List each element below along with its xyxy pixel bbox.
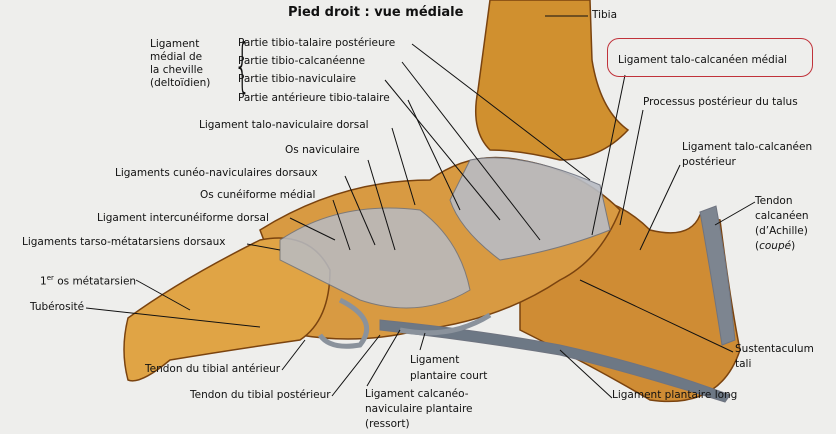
label-line: calcanéen	[755, 210, 809, 222]
label-line: Sustentaculum	[735, 343, 814, 355]
leader-lines	[85, 15, 756, 399]
label-line: (coupé)	[755, 240, 796, 252]
label-partie-anterieure-tibio-talaire: Partie antérieure tibio-talaire	[238, 92, 390, 104]
label-line: Ligament	[150, 38, 200, 50]
brace-icon: {	[234, 31, 251, 99]
label-line: postérieur	[682, 156, 736, 168]
tibialis-tendon	[317, 297, 370, 349]
label-line: Tendon	[755, 195, 793, 207]
label-line: la cheville	[150, 64, 204, 76]
label-plantaire-long: Ligament plantaire long	[612, 389, 738, 401]
label-tibial-anterieur: Tendon du tibial antérieur	[145, 363, 281, 375]
label-line: naviculaire plantaire	[365, 403, 473, 415]
first-metatarsal-bone	[123, 237, 331, 382]
diagram-title: Pied droit : vue médiale	[288, 5, 464, 20]
label-ligament-medial: Ligament médial de la cheville (deltoïdi…	[150, 38, 210, 90]
label-tarso-metatarsiens: Ligaments tarso-métatarsiens dorsaux	[22, 236, 226, 248]
tibialis-posterior-tendon	[399, 312, 492, 336]
label-plantaire-court: Ligament plantaire court	[410, 352, 487, 384]
label-line: médial de	[150, 51, 203, 63]
label-talo-calcaneen-post: Ligament talo-calcanéen postérieur	[682, 140, 812, 170]
label-partie-tibio-talaire-post: Partie tibio-talaire postérieure	[238, 37, 396, 49]
label-line: Ligament talo-calcanéen	[682, 141, 813, 153]
label-line: Ligament calcanéo-	[365, 388, 469, 400]
label-os-cuneiforme: Os cunéiforme médial	[200, 189, 316, 201]
label-tibial-posterieur: Tendon du tibial postérieur	[190, 389, 331, 401]
label-sustentaculum: Sustentaculum tali	[735, 342, 814, 372]
plantar-ligament	[379, 319, 731, 403]
ligaments	[279, 157, 736, 403]
label-line: (d’Achille)	[755, 225, 808, 237]
label-tibia: Tibia	[592, 9, 618, 21]
label-os-naviculaire: Os naviculaire	[285, 144, 360, 156]
label-premier-metatarsien: 1er os métatarsien	[40, 271, 136, 290]
label-intercuneiforme: Ligament intercunéiforme dorsal	[97, 212, 269, 224]
label-line: (ressort)	[365, 418, 410, 430]
label-partie-tibio-naviculaire: Partie tibio-naviculaire	[238, 73, 356, 85]
deltoid-ligament	[449, 157, 611, 261]
label-calcaneo-naviculaire: Ligament calcanéo- naviculaire plantaire…	[365, 387, 473, 432]
label-line: tali	[735, 358, 752, 370]
label-line: (deltoïdien)	[150, 77, 211, 89]
highlight-box	[607, 38, 813, 77]
tibia-bone	[475, 0, 630, 161]
label-tuberosite: Tubérosité	[30, 301, 85, 313]
label-processus-posterieur: Processus postérieur du talus	[643, 96, 798, 108]
label-line: Ligament	[410, 354, 460, 366]
achilles-tendon	[699, 205, 736, 346]
label-part: 1	[40, 275, 47, 288]
label-talo-calcaneen-medial: Ligament talo-calcanéen médial	[618, 54, 788, 66]
label-partie-tibio-calcaneenne: Partie tibio-calcanéenne	[238, 55, 366, 67]
label-part: er	[46, 274, 54, 282]
label-talo-naviculaire-dorsal: Ligament talo-naviculaire dorsal	[199, 119, 369, 131]
label-cuneo-naviculaires: Ligaments cunéo-naviculaires dorsaux	[115, 167, 318, 179]
label-part: coupé	[759, 240, 792, 252]
label-part: os métatarsien	[53, 275, 137, 288]
label-line: plantaire court	[410, 370, 488, 382]
label-achille: Tendon calcanéen (d’Achille) (coupé)	[755, 194, 809, 254]
